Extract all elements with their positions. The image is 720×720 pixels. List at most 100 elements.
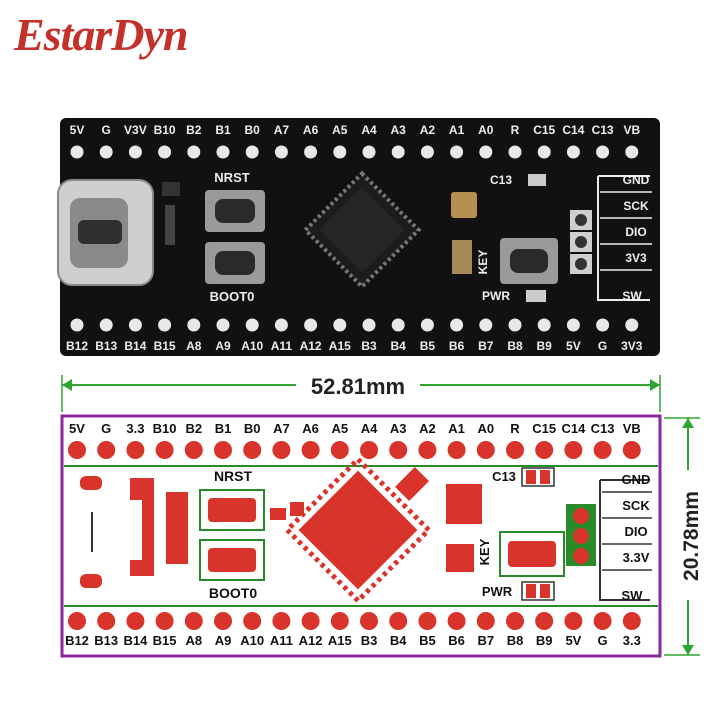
bottom-pin-label: A15 (329, 339, 351, 353)
smd-pad-group (166, 492, 188, 564)
diagram-bottom-pin-label: B14 (123, 633, 148, 648)
diagram-bottom-pin-label: A8 (185, 633, 202, 648)
diagram-bottom-pin-pad (447, 612, 466, 630)
diagram-nrst-button (208, 498, 256, 522)
key-button-cap (510, 249, 548, 273)
top-pin-pad (362, 145, 376, 159)
diagram-bottom-pin-pad (68, 612, 86, 630)
diagram-bottom-pin-pad (564, 612, 583, 630)
crystal (451, 192, 477, 218)
bottom-pin-pad (420, 318, 434, 332)
bottom-pin-label: A9 (215, 339, 231, 353)
top-pin-pad (333, 145, 347, 159)
swd-pin-hole (575, 214, 587, 226)
top-pin-label: C15 (533, 123, 555, 137)
bottom-pin-pad (508, 318, 522, 332)
top-pin-pad (479, 145, 493, 159)
swd-outline (597, 175, 650, 301)
usb-gap (128, 500, 142, 560)
diagram-boot0-outline (199, 539, 265, 581)
top-pin-label: B2 (186, 123, 202, 137)
diagram-top-pin-pad (301, 441, 320, 459)
diagram-bottom-pin-pad (126, 612, 145, 630)
diagram-bottom-pin-label: B3 (361, 633, 378, 648)
bottom-pin-pad (391, 318, 405, 332)
diagram-c13-label: C13 (492, 469, 516, 484)
diagram-swd-pad (573, 528, 589, 544)
top-pin-label: A7 (274, 123, 290, 137)
diagram-mcu-pins (283, 455, 433, 605)
diagram-top-pin-label: A1 (448, 421, 465, 436)
board-photo (57, 118, 660, 356)
width-dimension-label: 52.81mm (311, 374, 405, 399)
top-pin-pad (216, 145, 230, 159)
bottom-pin-pad (99, 318, 113, 332)
diagram-sw-label: SW (622, 588, 644, 603)
bottom-pin-label: A10 (241, 339, 263, 353)
diagram-capacitor (446, 544, 474, 572)
bottom-pin-pad (70, 318, 84, 332)
bottom-pin-pad (625, 318, 639, 332)
diagram-bottom-pin-pad (506, 612, 524, 630)
bottom-pin-label: B13 (95, 339, 117, 353)
bottom-pin-label: B15 (154, 339, 176, 353)
diagram-top-pin-label: C14 (561, 421, 586, 436)
top-pin-pad (566, 145, 580, 159)
width-arrow-left (62, 379, 72, 391)
diagram-top-pin-pad (155, 441, 174, 459)
diagram-bottom-pin-pad (622, 612, 641, 630)
swd-pin-label: GND (623, 173, 650, 187)
diagram-top-pin-pad (272, 441, 291, 459)
top-pin-label: A3 (391, 123, 407, 137)
diagram-key-label: KEY (477, 538, 492, 565)
diagram-c13-led (526, 470, 536, 484)
diagram-bottom-pin-pad (330, 612, 349, 630)
top-pin-label: V3V (124, 123, 147, 137)
diagram-key-outline (499, 531, 565, 577)
bottom-pin-pad (333, 318, 347, 332)
bottom-pin-label: B14 (124, 339, 146, 353)
bottom-pin-label: B5 (420, 339, 436, 353)
diagram-top-pin-label: C13 (591, 421, 615, 436)
swd-pin-hole (575, 236, 587, 248)
top-pin-pad (391, 145, 405, 159)
diagram-bottom-pin-pad (535, 612, 554, 630)
bottom-pin-label: A12 (300, 339, 322, 353)
top-pin-pad (99, 145, 113, 159)
diagram-swd-pad (573, 508, 589, 524)
bottom-pin-label: A8 (186, 339, 202, 353)
diagram-bottom-pin-label: 3.3 (623, 633, 641, 648)
diagram-bottom-pin-pad (301, 612, 320, 630)
bottom-pin-pad (450, 318, 464, 332)
top-pin-label: C14 (562, 123, 584, 137)
top-pin-pad (187, 145, 201, 159)
nrst-label: NRST (214, 170, 249, 185)
diagram-top-pin-pad (243, 441, 262, 459)
diagram-top-pin-pad (506, 441, 524, 459)
diagram-top-pin-pad (418, 441, 437, 459)
diagram-top-pin-pad (476, 441, 495, 459)
top-pin-label: B0 (245, 123, 261, 137)
bottom-pin-pad (158, 318, 172, 332)
bottom-pin-label: B12 (66, 339, 88, 353)
bottom-pin-pad (362, 318, 376, 332)
diagram-swd-pin-label: DIO (624, 524, 647, 539)
smd-pad (395, 467, 429, 501)
bottom-pin-pad (596, 318, 610, 332)
diagram-swd-pin-label: 3.3V (623, 550, 650, 565)
diagram-top-pin-label: 5V (69, 421, 85, 436)
diagram-bottom-pin-pad (214, 612, 232, 630)
diagram-top-pin-label: C15 (532, 421, 556, 436)
diagram-bottom-pin-label: B9 (536, 633, 553, 648)
diagram-top-pin-pad (564, 441, 583, 459)
diagram-bottom-pin-pad (360, 612, 378, 630)
diagram-bottom-pin-label: A11 (270, 633, 293, 648)
usb-pad (80, 476, 102, 490)
top-pin-pad (625, 145, 639, 159)
diagram-c13-led-outline (521, 467, 555, 487)
smd-pad (270, 508, 286, 520)
diagram-bottom-pin-label: B6 (448, 633, 465, 648)
diagram-bottom-pin-label: A15 (328, 633, 352, 648)
diagram-swd-pad (573, 548, 589, 564)
diagram-top-pin-label: A2 (419, 421, 436, 436)
